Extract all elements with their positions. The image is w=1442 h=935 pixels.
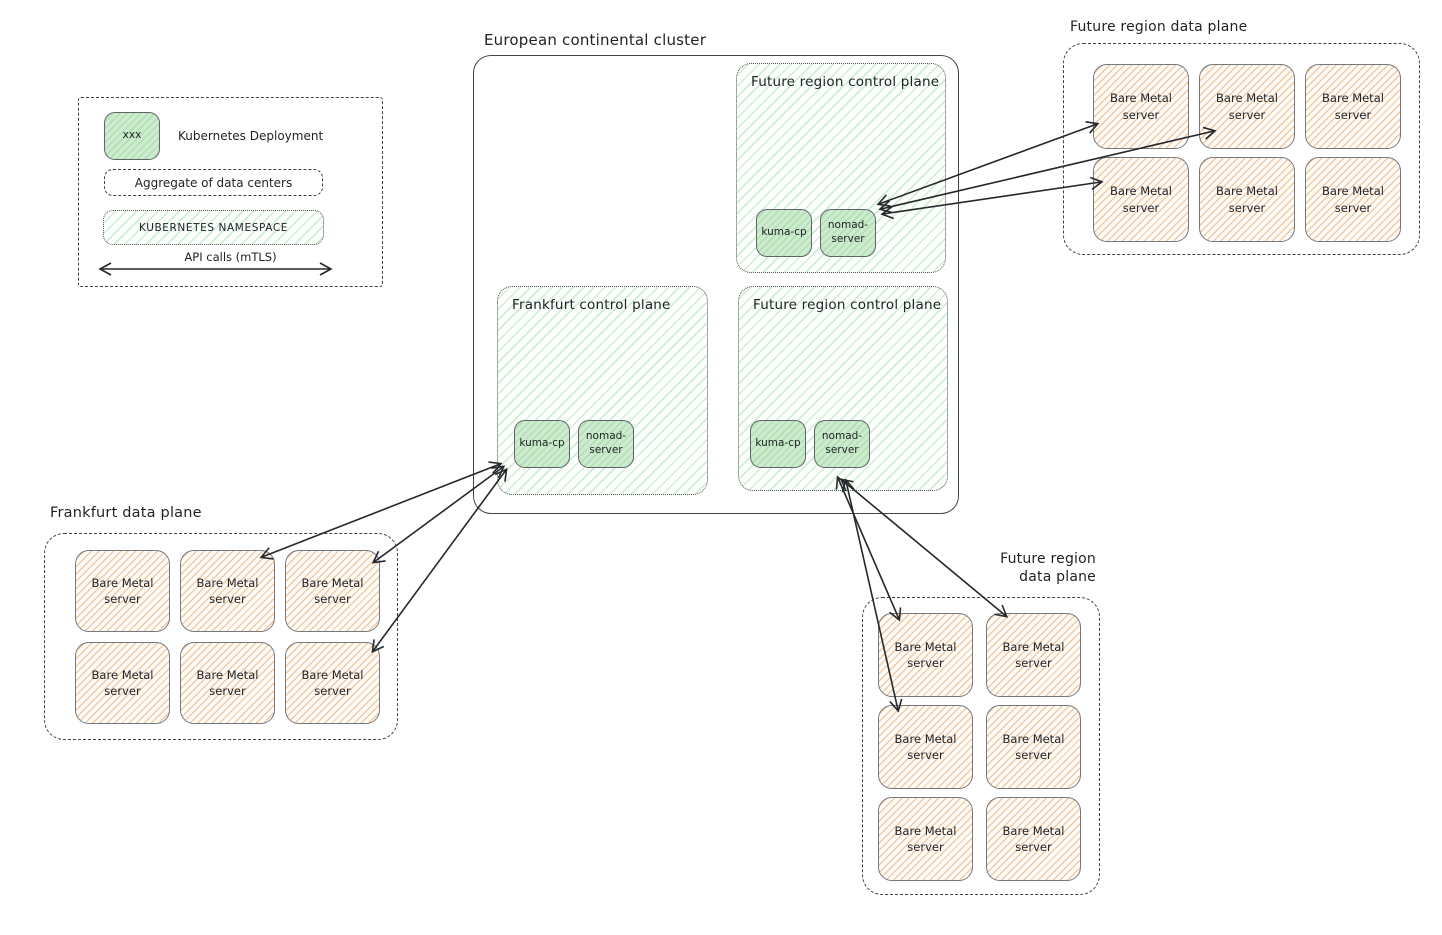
server-label: Bare Metal — [894, 731, 957, 746]
namespace-title: Future region control plane — [753, 297, 942, 313]
deployment-label: kuma-cp — [761, 226, 807, 239]
legend-deployment-sample: xxx — [104, 112, 160, 160]
legend-deployment-label: Kubernetes Deployment — [178, 129, 324, 143]
bare-metal-server: Bare Metal server — [986, 705, 1081, 789]
namespace-future-region-control-plane-top: Future region control plane kuma-cp noma… — [736, 63, 946, 273]
server-label: Bare Metal — [301, 575, 364, 590]
server-label: server — [209, 592, 246, 606]
server-label: Bare Metal — [91, 667, 154, 682]
server-label: server — [314, 684, 351, 698]
legend-namespace-sample: KUBERNETES NAMESPACE — [103, 210, 324, 245]
bare-metal-server: Bare Metal server — [878, 705, 973, 789]
deployment-nomad-server: nomad-server — [820, 209, 876, 257]
server-label: server — [1122, 107, 1160, 122]
legend: xxx Kubernetes Deployment Aggregate of d… — [78, 97, 383, 287]
deployment-nomad-server: nomad-server — [578, 420, 634, 468]
server-label: server — [1334, 200, 1372, 215]
server-label: Bare Metal — [196, 667, 259, 682]
bare-metal-server: Bare Metal server — [878, 797, 973, 881]
deployment-label: kuma-cp — [519, 437, 565, 450]
server-label: server — [907, 656, 944, 670]
server-label: server — [104, 592, 141, 606]
server-label: Bare Metal — [1216, 184, 1278, 199]
server-label: server — [1015, 656, 1052, 670]
bare-metal-server: Bare Metal server — [75, 550, 170, 632]
title-line: Future region — [1000, 551, 1096, 567]
deployment-kuma-cp: kuma-cp — [756, 209, 812, 257]
server-label: Bare Metal — [1110, 184, 1172, 199]
deployment-label: kuma-cp — [755, 437, 801, 450]
future-region-data-plane-bottom: Bare Metal server Bare Metal server Bare M… — [862, 597, 1100, 895]
legend-api-calls-label: API calls (mTLS) — [184, 250, 277, 264]
bare-metal-server: Bare Metal server — [285, 550, 380, 632]
server-label: server — [907, 748, 944, 762]
server-label: Bare Metal — [1002, 823, 1065, 838]
future-region-data-plane-bottom-title: Future region data plane — [950, 550, 1096, 586]
server-label: Bare Metal — [1216, 91, 1278, 106]
legend-aggregate-sample: Aggregate of data centers — [104, 169, 323, 196]
bare-metal-server: Bare Metal server — [878, 613, 973, 697]
namespace-future-region-control-plane-bottom: Future region control plane kuma-cp noma… — [738, 286, 948, 491]
server-label: server — [1228, 107, 1266, 122]
namespace-frankfurt-control-plane: Frankfurt control plane kuma-cp nomad-se… — [497, 286, 708, 495]
server-label: Bare Metal — [894, 639, 957, 654]
server-label: server — [1228, 200, 1266, 215]
cluster-title: European continental cluster — [484, 31, 707, 49]
legend-deployment-sample-label: xxx — [122, 129, 142, 142]
deployment-label: nomad-server — [821, 430, 863, 456]
server-label: server — [1334, 107, 1372, 122]
bare-metal-server: Bare Metal server — [180, 642, 275, 724]
bare-metal-server: Bare Metal server — [986, 797, 1081, 881]
deployment-label: nomad-server — [827, 219, 869, 245]
server-label: Bare Metal — [1322, 184, 1384, 199]
server-label: Bare Metal — [301, 667, 364, 682]
bare-metal-server: Bare Metal server — [986, 613, 1081, 697]
server-label: Bare Metal — [91, 575, 154, 590]
server-label: server — [209, 684, 246, 698]
server-label: Bare Metal — [196, 575, 259, 590]
future-region-data-plane-top-title: Future region data plane — [1070, 19, 1248, 35]
european-continental-cluster: Future region control plane kuma-cp noma… — [473, 55, 959, 514]
legend-aggregate-label: Aggregate of data centers — [134, 175, 293, 190]
server-label: server — [1015, 748, 1052, 762]
server-label: Bare Metal — [1322, 91, 1384, 106]
frankfurt-data-plane: Bare Metal server Bare Metal server Bare M… — [44, 533, 398, 740]
deployment-kuma-cp: kuma-cp — [514, 420, 570, 468]
server-label: server — [314, 592, 351, 606]
server-label: Bare Metal — [1002, 731, 1065, 746]
server-label: server — [907, 840, 944, 854]
deployment-kuma-cp: kuma-cp — [750, 420, 806, 468]
deployment-label: nomad-server — [585, 430, 627, 456]
deployment-nomad-server: nomad-server — [814, 420, 870, 468]
title-line: data plane — [1019, 569, 1096, 586]
server-label: Bare Metal — [1110, 91, 1172, 106]
server-label: server — [1015, 840, 1052, 854]
server-label: server — [104, 684, 141, 698]
server-label: Bare Metal — [1002, 639, 1065, 654]
frankfurt-data-plane-title: Frankfurt data plane — [50, 505, 202, 521]
legend-namespace-label: KUBERNETES NAMESPACE — [139, 221, 288, 234]
bare-metal-server: Bare Metal server — [285, 642, 380, 724]
namespace-title: Frankfurt control plane — [512, 297, 671, 313]
server-label: server — [1122, 200, 1160, 215]
server-label: Bare Metal — [894, 823, 957, 838]
namespace-title: Future region control plane — [751, 74, 940, 90]
bare-metal-server: Bare Metal server — [180, 550, 275, 632]
bare-metal-server: Bare Metal server — [75, 642, 170, 724]
